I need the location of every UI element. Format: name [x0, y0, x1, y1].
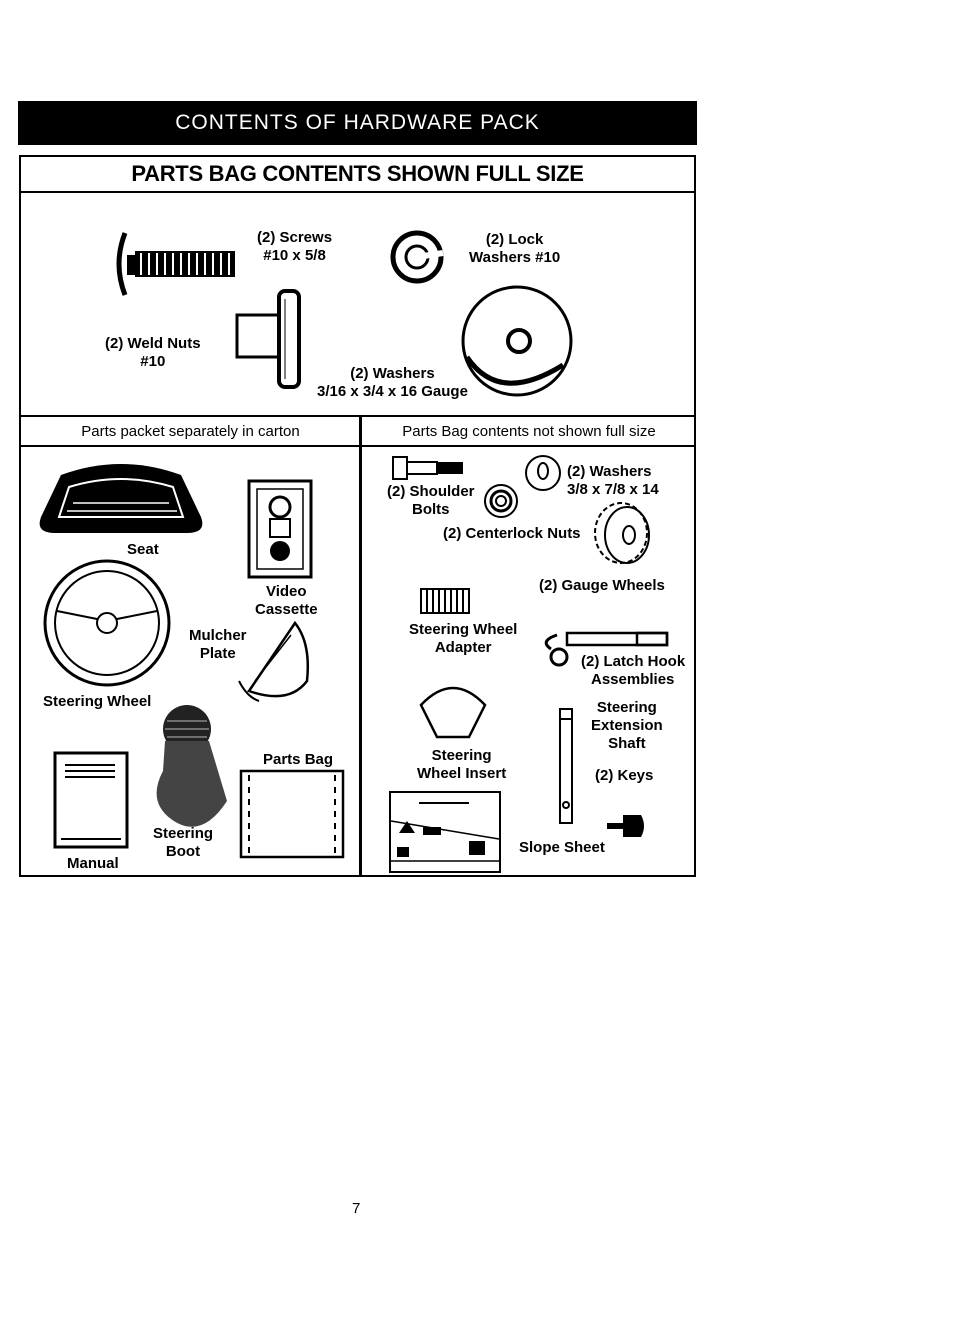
shoulder-bolt-illustration	[392, 456, 463, 480]
seat-illustration	[39, 464, 203, 533]
latch-hook-label: (2) Latch Hook Assemblies	[581, 653, 686, 688]
centerlock-nuts-label: (2) Centerlock Nuts	[443, 525, 581, 542]
carton-section-heading: Parts packet separately in carton	[21, 417, 360, 447]
shoulder-bolts-label: (2) Shoulder Bolts	[387, 483, 475, 518]
parts-bag-illustration	[239, 769, 345, 859]
section-divider	[359, 417, 362, 877]
steering-wheel-label: Steering Wheel	[43, 693, 152, 710]
weld-nut-illustration	[235, 289, 301, 389]
washers-full-size-label: (2) Washers 3/16 x 3/4 x 16 Gauge	[317, 365, 468, 400]
gauge-wheels-label: (2) Gauge Wheels	[539, 577, 665, 594]
not-full-size-heading: Parts Bag contents not shown full size	[362, 417, 696, 447]
washers-small-label: (2) Washers 3/8 x 7/8 x 14	[567, 463, 659, 498]
steering-wheel-insert-illustration	[419, 686, 487, 739]
lock-washers-label: (2) Lock Washers #10	[469, 231, 561, 266]
steering-wheel-insert-label: Steering Wheel Insert	[417, 747, 507, 782]
steering-wheel-adapter-label: Steering Wheel Adapter	[409, 621, 518, 656]
steering-boot-illustration	[156, 705, 227, 827]
latch-hook-illustration	[544, 631, 669, 667]
page-number: 7	[352, 1200, 361, 1217]
hardware-contents-frame: PARTS BAG CONTENTS SHOWN FULL SIZE (2) S…	[19, 155, 696, 877]
full-size-title: PARTS BAG CONTENTS SHOWN FULL SIZE	[131, 161, 584, 186]
full-size-title-row: PARTS BAG CONTENTS SHOWN FULL SIZE	[21, 157, 694, 193]
weld-nuts-label: (2) Weld Nuts #10	[105, 335, 201, 370]
seat-label: Seat	[127, 541, 159, 558]
washer-illustration	[461, 285, 573, 397]
washer-small-illustration	[525, 455, 561, 491]
mulcher-plate-label: Mulcher Plate	[189, 627, 247, 662]
video-cassette-illustration	[247, 479, 313, 579]
manual-label: Manual	[67, 855, 119, 872]
video-cassette-label: Video Cassette	[255, 583, 318, 618]
centerlock-nut-illustration	[484, 484, 518, 518]
steering-boot-label: Steering Boot	[153, 825, 214, 860]
screw-illustration	[116, 232, 235, 296]
steering-extension-shaft-label: Steering Extension Shaft	[591, 699, 663, 752]
parts-bag-label: Parts Bag	[263, 751, 334, 768]
steering-extension-shaft-illustration	[559, 708, 573, 824]
mulcher-plate-illustration	[238, 620, 309, 702]
slope-sheet-illustration	[389, 791, 501, 873]
steering-wheel-adapter-illustration	[420, 588, 470, 614]
keys-label: (2) Keys	[595, 767, 654, 784]
steering-wheel-illustration	[43, 559, 171, 687]
hardware-pack-banner: CONTENTS OF HARDWARE PACK	[18, 101, 697, 145]
manual-illustration	[53, 751, 129, 849]
full-size-section: (2) Screws #10 x 5/8 (2) Lock Washers #1…	[21, 193, 694, 417]
screws-label: (2) Screws #10 x 5/8	[257, 229, 333, 264]
slope-sheet-label: Slope Sheet	[519, 839, 605, 856]
gauge-wheel-illustration	[594, 502, 650, 564]
lock-washer-illustration	[390, 230, 444, 284]
banner-text: CONTENTS OF HARDWARE PACK	[175, 111, 540, 134]
key-illustration	[607, 815, 644, 837]
